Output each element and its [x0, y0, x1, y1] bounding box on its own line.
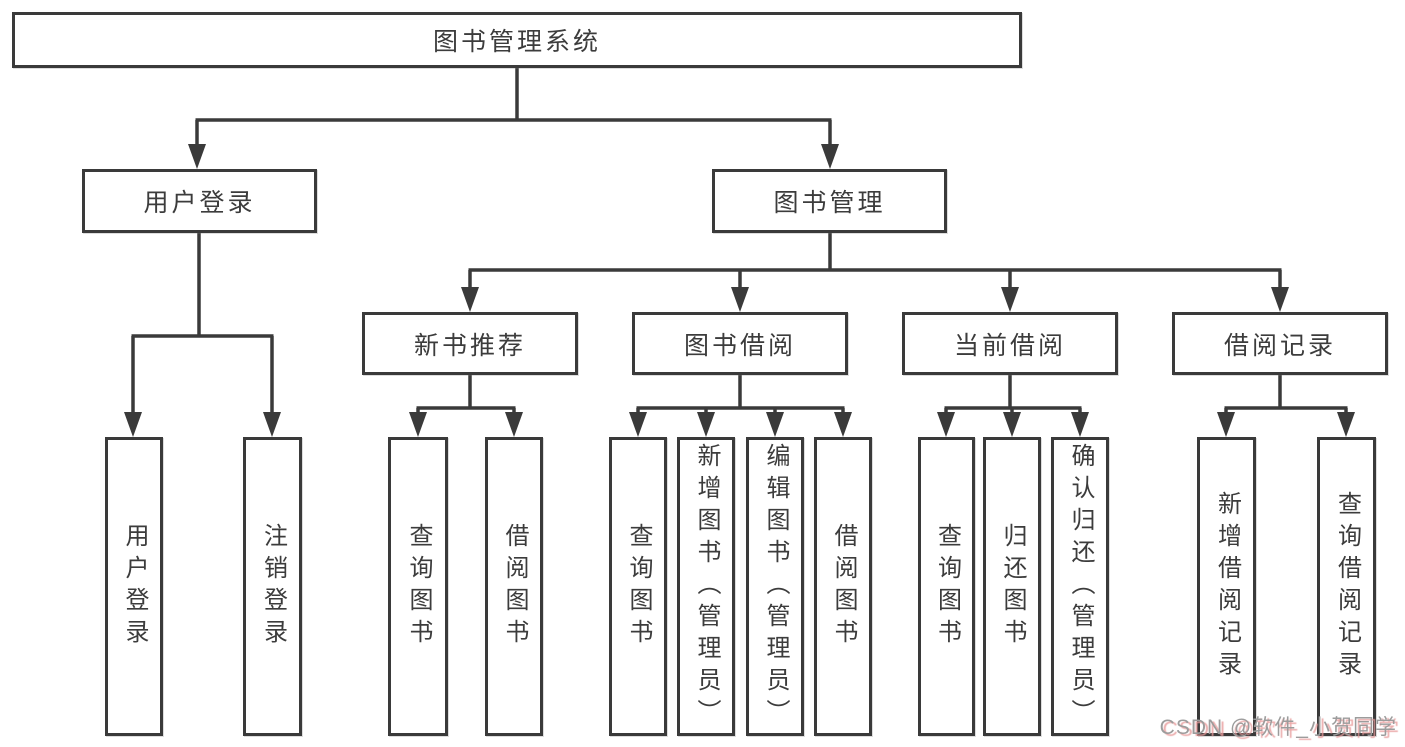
leaf-user-login: 用户登录 — [105, 437, 163, 736]
node-borrowing-records: 借阅记录 — [1172, 312, 1388, 375]
leaf-query-book-borrowing: 查询图书 — [609, 437, 667, 736]
node-library-management-system: 图书管理系统 — [12, 12, 1022, 68]
csdn-watermark: CSDN @软件_小贺同学 — [1159, 716, 1397, 739]
leaf-logout-login: 注销登录 — [243, 437, 302, 736]
leaf-return-book: 归还图书 — [983, 437, 1041, 736]
leaf-edit-book-admin: 编辑图书（管理员） — [746, 437, 804, 736]
leaf-borrow-book-recommend: 借阅图书 — [485, 437, 543, 736]
node-user-login: 用户登录 — [82, 169, 317, 233]
node-current-borrowing: 当前借阅 — [902, 312, 1118, 375]
leaf-borrow-book-borrowing: 借阅图书 — [814, 437, 872, 736]
leaf-add-book-admin: 新增图书（管理员） — [677, 437, 735, 736]
leaf-confirm-return-admin: 确认归还（管理员） — [1051, 437, 1109, 736]
node-book-management: 图书管理 — [712, 169, 947, 233]
node-book-borrowing: 图书借阅 — [632, 312, 848, 375]
leaf-query-book-recommend: 查询图书 — [388, 437, 448, 736]
leaf-query-borrow-record: 查询借阅记录 — [1317, 437, 1376, 736]
leaf-add-borrow-record: 新增借阅记录 — [1197, 437, 1256, 736]
node-new-book-recommend: 新书推荐 — [362, 312, 578, 375]
leaf-query-book-current: 查询图书 — [918, 437, 975, 736]
